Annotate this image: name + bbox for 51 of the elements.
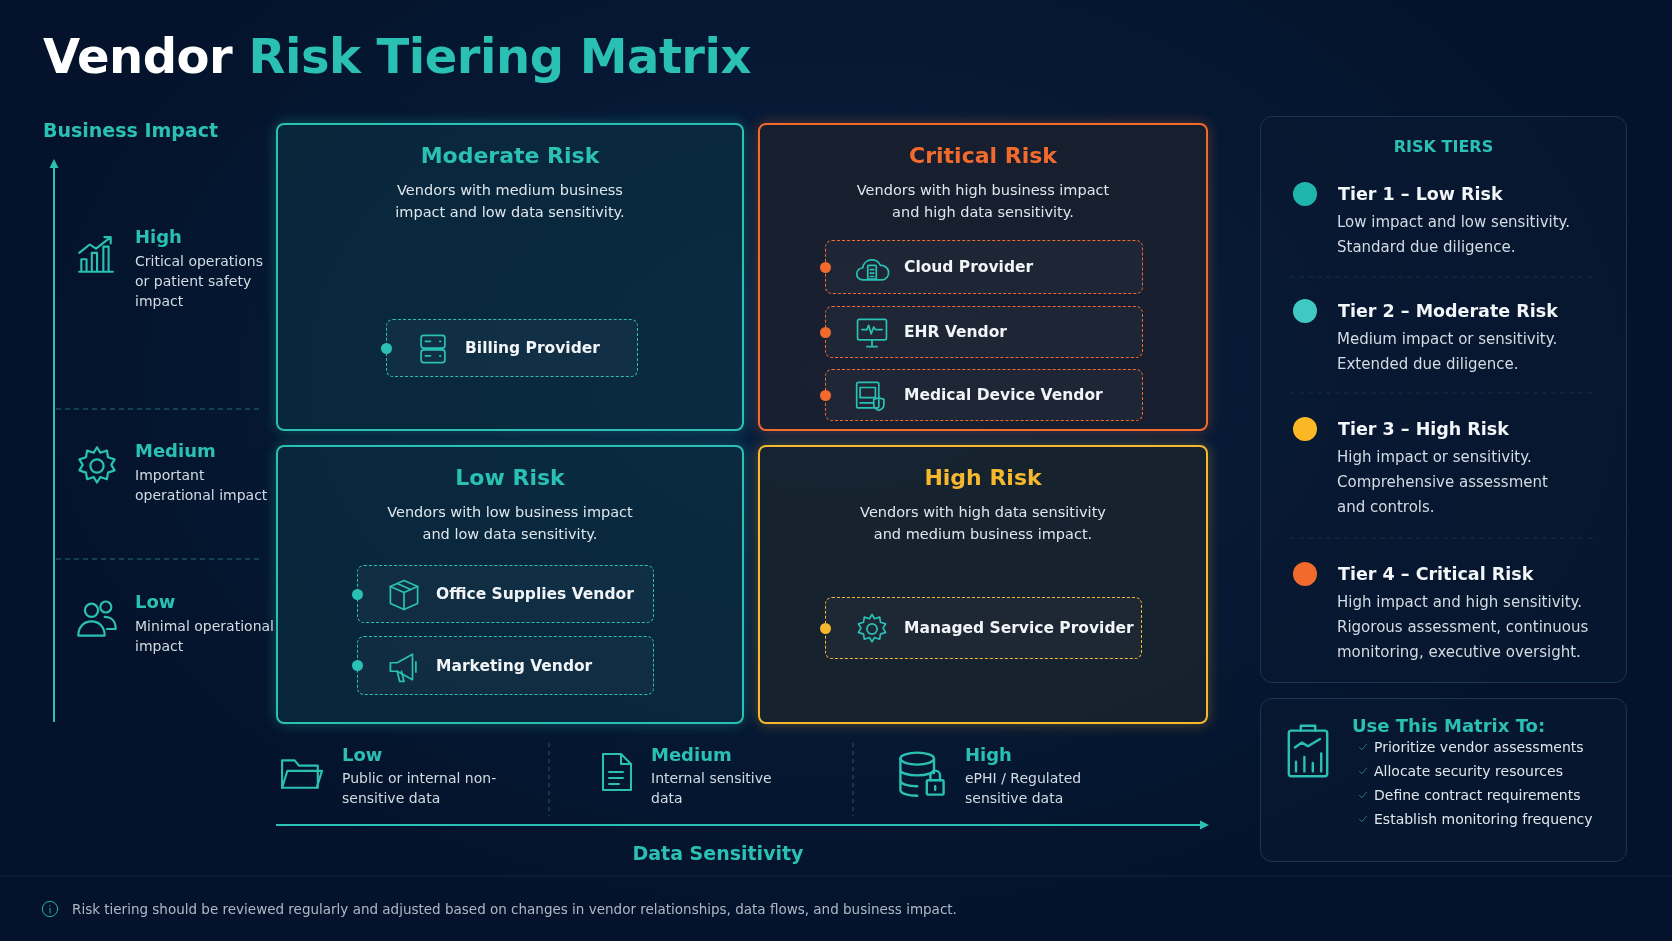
quadrant-title: High Risk	[923, 465, 1043, 490]
footer-note: Risk tiering should be reviewed regularly and adjusted based on changes in vendor relationships, data flows, and business impact.	[72, 900, 957, 919]
quadrant-panel	[758, 445, 1208, 724]
tier-description: Medium impact or sensitivity. Extended due diligence.	[1337, 329, 1559, 375]
legend-label: Tier 1 – Low Risk	[1338, 184, 1503, 204]
level-heading: Medium	[651, 744, 732, 766]
checklist-item: Allocate security resources	[1374, 762, 1563, 781]
level-heading: High	[135, 226, 182, 248]
level-description: Internal sensitive data	[651, 769, 773, 808]
quadrant-description: Vendors with low business impact and low data sensitivity.	[386, 503, 634, 544]
vendor-name: Office Supplies Vendor	[436, 585, 634, 603]
quadrant-description: Vendors with high data sensitivity and medium business impact.	[859, 503, 1107, 544]
axis-title: Business Impact	[43, 119, 219, 141]
vendor-name: Cloud Provider	[904, 258, 1034, 276]
quadrant-title: Critical Risk	[908, 143, 1058, 168]
tier-description: High impact or sensitivity. Comprehensive assessment and controls.	[1337, 447, 1549, 518]
quadrant-description: Vendors with high business impact and high data sensitivity.	[855, 181, 1111, 222]
legend-label: Tier 3 – High Risk	[1338, 419, 1509, 439]
legend-label: Tier 2 – Moderate Risk	[1338, 301, 1558, 321]
info-panel	[1260, 698, 1627, 862]
quadrant-panel	[276, 445, 744, 724]
quadrant-panel	[758, 123, 1208, 431]
title: Vendor Risk Tiering Matrix	[43, 28, 751, 84]
vendor-name: Marketing Vendor	[436, 656, 593, 675]
panel-heading: RISK TIERS	[1392, 137, 1495, 156]
axis-title: Data Sensitivity	[631, 842, 805, 864]
vendor-name: Managed Service Provider	[904, 619, 1134, 637]
quadrant-description: Vendors with medium business impact and low data sensitivity.	[394, 181, 626, 222]
panel-heading: Use This Matrix To:	[1352, 715, 1546, 736]
tier-description: Low impact and low sensitivity. Standard due diligence.	[1337, 212, 1572, 258]
level-heading: Medium	[135, 440, 216, 462]
tier-description: High impact and high sensitivity. Rigorous assessment, continuous monitoring, executive oversight.	[1337, 592, 1590, 663]
legend-label: Tier 4 – Critical Risk	[1338, 564, 1534, 584]
quadrant-panel	[276, 123, 744, 431]
level-description: Important operational impact	[135, 466, 269, 505]
quadrant-title: Low Risk	[454, 465, 566, 490]
level-description: Critical operations or patient safety impact	[135, 252, 264, 311]
quadrant-title: Moderate Risk	[419, 143, 601, 168]
legend-panel	[1260, 116, 1627, 683]
level-heading: High	[965, 744, 1012, 766]
level-description: Public or internal non-sensitive data	[342, 769, 498, 808]
vendor-name: EHR Vendor	[904, 323, 1007, 341]
vendor-name: Billing Provider	[465, 339, 600, 357]
level-description: ePHI / Regulated sensitive data	[965, 769, 1083, 808]
level-heading: Low	[342, 744, 383, 766]
level-description: Minimal operational impact	[135, 617, 275, 656]
checklist-item: Establish monitoring frequency	[1374, 810, 1593, 829]
level-heading: Low	[135, 591, 176, 613]
checklist-item: Prioritize vendor assessments	[1374, 738, 1584, 757]
vendor-name: Medical Device Vendor	[904, 386, 1103, 404]
checklist-item: Define contract requirements	[1374, 786, 1581, 805]
